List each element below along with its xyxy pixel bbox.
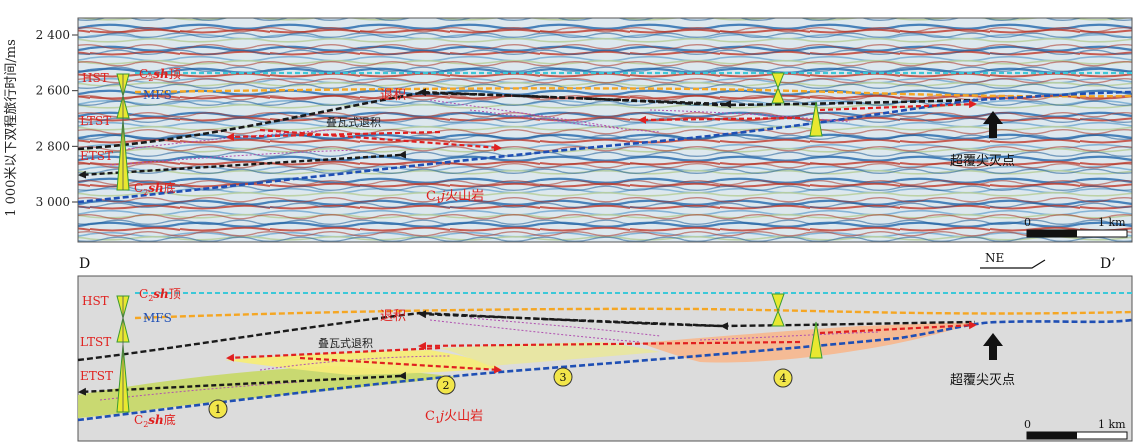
onlap-pinchout-label: 超覆尖灭点 (950, 373, 1015, 388)
lobe-marker-4: 4 (773, 368, 793, 388)
retreat-label: 退积 (380, 88, 406, 103)
c2sh-base-label: C2sh底 (134, 180, 176, 197)
internal-reflector (649, 109, 851, 123)
svg-text:4: 4 (780, 372, 787, 385)
systems-tract-symbol (771, 72, 785, 104)
systems-tract-symbol (809, 321, 823, 359)
shingled-arrow (226, 346, 441, 362)
base-horizon (77, 318, 1133, 422)
profile-end-label: D’ (1100, 256, 1116, 272)
retreat-label: 退积 (380, 309, 406, 324)
onlap-pinchout-label: 超覆尖灭点 (950, 154, 1015, 169)
svg-text:1 km: 1 km (1098, 418, 1126, 431)
volcanic-label: C1j火山岩 (425, 409, 483, 425)
y-tick-label: 2 400 (36, 28, 70, 42)
lobe-marker-3: 3 (553, 367, 573, 387)
svg-text:3: 3 (560, 371, 567, 384)
lobe-marker-1: 1 (208, 399, 228, 419)
internal-reflector (699, 331, 881, 341)
pinchout-arrow (983, 333, 1003, 360)
etst-label: ETST (80, 369, 113, 383)
c2sh-top-label: C2sh顶 (139, 287, 181, 303)
y-tick-label: 3 000 (36, 195, 70, 209)
svg-text:1: 1 (215, 403, 222, 416)
hst-label: HST (82, 294, 109, 308)
internal-reflector (259, 355, 451, 371)
seismic-frame (77, 17, 1133, 243)
retreat-arrow (418, 310, 729, 331)
svg-text:0: 0 (1024, 216, 1031, 229)
svg-text:1 km: 1 km (1098, 216, 1126, 229)
lobe-fill-2 (225, 350, 500, 375)
progradation-arrow (78, 150, 407, 179)
profile-start-label: D (79, 256, 90, 272)
y-tick-label: 2 600 (36, 84, 70, 98)
ltst-label: LTST (80, 335, 111, 349)
y-tick-label: 2 800 (36, 139, 70, 153)
base-horizon (77, 90, 1133, 204)
retreat-arrow (418, 88, 732, 109)
seismic-overlay (78, 18, 1132, 242)
pinchout-arrow (983, 111, 1003, 138)
lobe-fill-3 (440, 342, 660, 366)
scale-bar: 0 1 km (1024, 216, 1128, 238)
ltst-label: LTST (80, 114, 111, 128)
svg-text:2: 2 (443, 379, 450, 392)
shingled-arrow (819, 321, 977, 335)
systems-tract-symbol (116, 295, 130, 413)
mfs-label: MFS (143, 311, 172, 325)
c2sh-base-label: C2sh底 (134, 412, 176, 429)
internal-reflector (469, 109, 661, 133)
scale-bar: 0 1 km (1024, 418, 1128, 440)
interpretation-panel: HST LTST ETST MFS C2sh顶 C2sh底 C1j火山岩 退积 … (77, 275, 1133, 442)
shingled-arrow (819, 100, 977, 112)
shingled-retreat-label: 叠瓦式退积 (326, 116, 381, 129)
shingled-arrow (299, 356, 502, 374)
svg-text:0: 0 (1024, 418, 1031, 431)
mfs-label: MFS (143, 88, 172, 102)
hst-label: HST (82, 71, 109, 85)
systems-tract-symbol (116, 73, 130, 191)
systems-tract-symbol (809, 101, 823, 137)
c2sh-top-label: C2sh顶 (139, 67, 181, 83)
y-axis-label: 1 000米以下双程旅行时间/ms (4, 39, 19, 217)
svg-text:NE: NE (985, 251, 1004, 265)
shingled-arrow (638, 115, 801, 124)
lobe-marker-2: 2 (436, 375, 456, 395)
shingled-arrow (418, 340, 801, 350)
systems-tract-symbol (771, 293, 785, 327)
direction-indicator: NE (980, 251, 1046, 269)
shingled-retreat-label: 叠瓦式退积 (318, 337, 373, 350)
progradation-arrow (78, 371, 407, 396)
etst-label: ETST (80, 149, 113, 163)
volcanic-label: C1j火山岩 (426, 189, 484, 205)
seismic-panel: HST LTST ETST MFS C2sh顶 C2sh底 C1j火山岩 退积 … (77, 17, 1133, 243)
shingled-arrow (259, 128, 502, 152)
mfs-horizon (134, 307, 1133, 320)
y-axis-ticks: 2 400 2 600 2 800 3 000 (36, 28, 78, 209)
